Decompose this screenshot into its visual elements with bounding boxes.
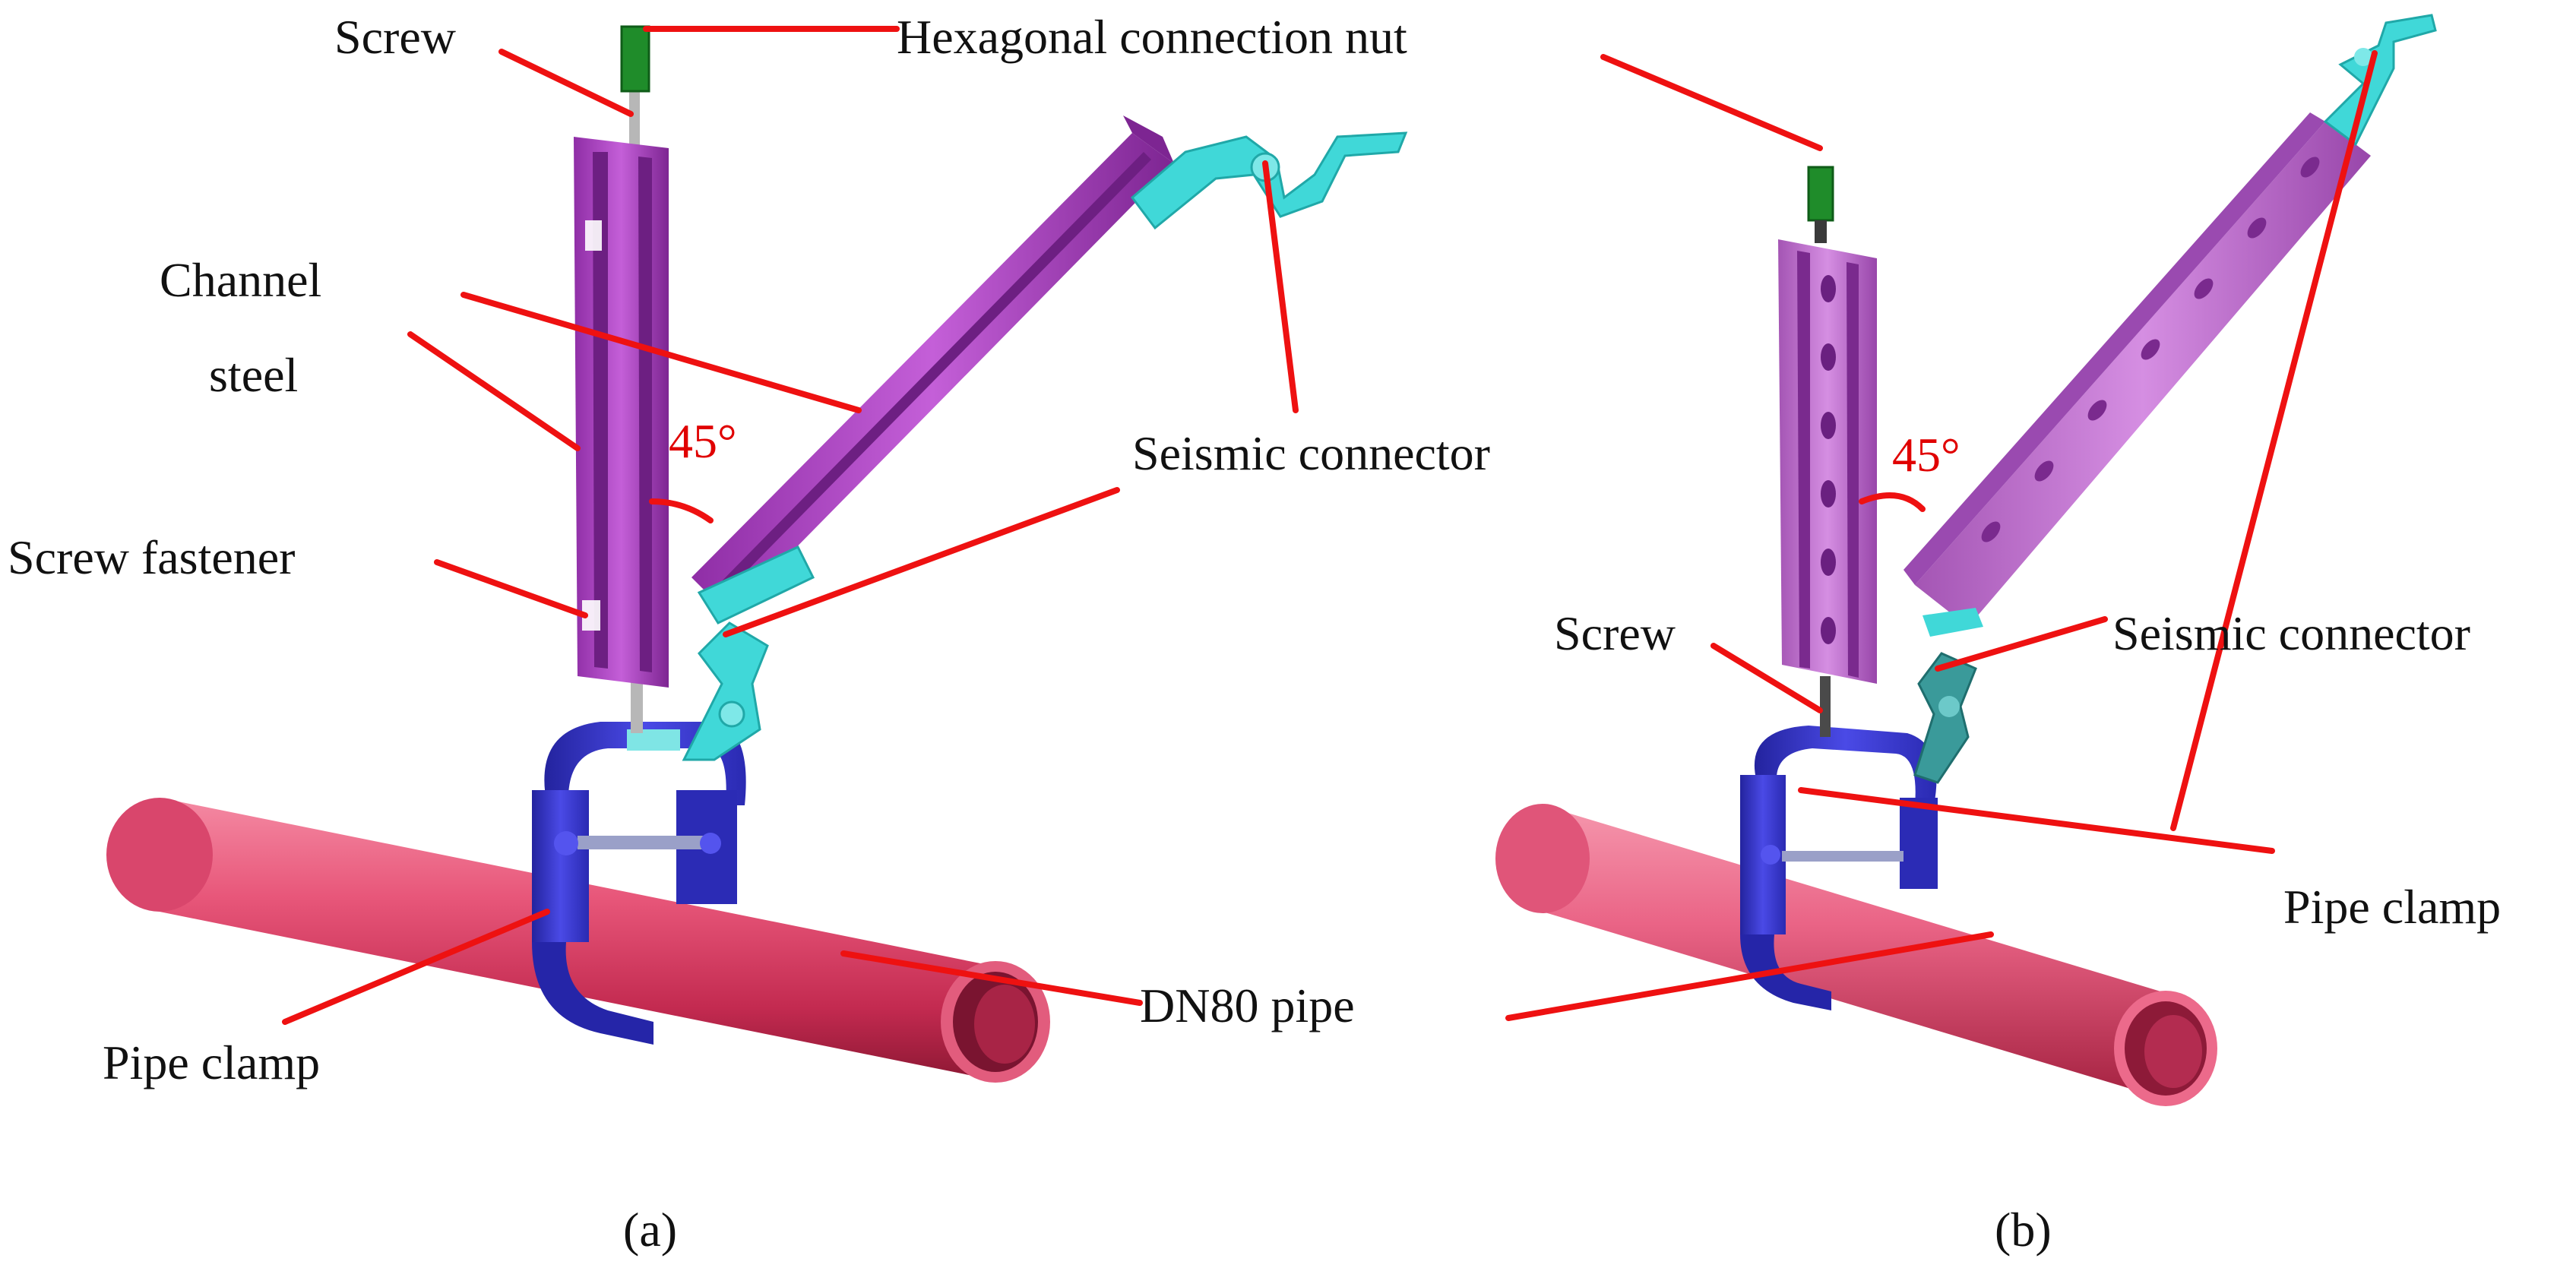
label-angle-a: 45° (669, 414, 737, 468)
channel-steel-diagonal-a (691, 115, 1174, 615)
leader-lines-b (1505, 50, 2378, 1021)
label-screw-top: Screw (334, 10, 456, 64)
panel-a: Screw Hexagonal connection nut Channel s… (8, 10, 1490, 1257)
seismic-connector-bottom-a (682, 545, 815, 761)
pipe-clamp-b (1740, 726, 1938, 1010)
seismic-connector-bottom-b (1913, 608, 1983, 784)
label-screw-b: Screw (1554, 606, 1676, 660)
label-angle-b: 45° (1892, 428, 1960, 482)
label-channel-steel-line2: steel (209, 348, 298, 402)
label-dn80-pipe: DN80 pipe (1140, 979, 1355, 1032)
label-channel-steel-line1: Channel (160, 253, 321, 307)
leader-lines-a (282, 26, 1299, 1025)
label-pipe-clamp-a: Pipe clamp (103, 1036, 320, 1089)
pipe-clamp-a (532, 722, 746, 1045)
label-pipe-clamp-b: Pipe clamp (2283, 880, 2501, 934)
caption-a: (a) (623, 1203, 677, 1257)
hex-nut-b (1807, 166, 1834, 222)
screw-top-b (1815, 220, 1827, 243)
label-hex-nut: Hexagonal connection nut (897, 10, 1407, 64)
channel-steel-vertical-b (1778, 239, 1877, 684)
dn80-pipe-b (1495, 804, 2217, 1106)
channel-steel-diagonal-b (1904, 112, 2371, 627)
panel-b: 45° Screw Seismic connector Pipe clamp (… (1495, 14, 2501, 1257)
seismic-connector-top-b (2323, 14, 2437, 147)
label-screw-fastener: Screw fastener (8, 530, 295, 584)
hex-nut-a (620, 25, 650, 93)
caption-b: (b) (1995, 1203, 2052, 1257)
angle-arc-b (1859, 492, 1926, 512)
channel-steel-vertical-a (574, 137, 669, 688)
angle-arc-a (649, 498, 714, 523)
screw-rod-b (1820, 676, 1831, 737)
label-seismic-connector-a: Seismic connector (1132, 426, 1490, 480)
label-seismic-connector-b: Seismic connector (2112, 606, 2470, 660)
